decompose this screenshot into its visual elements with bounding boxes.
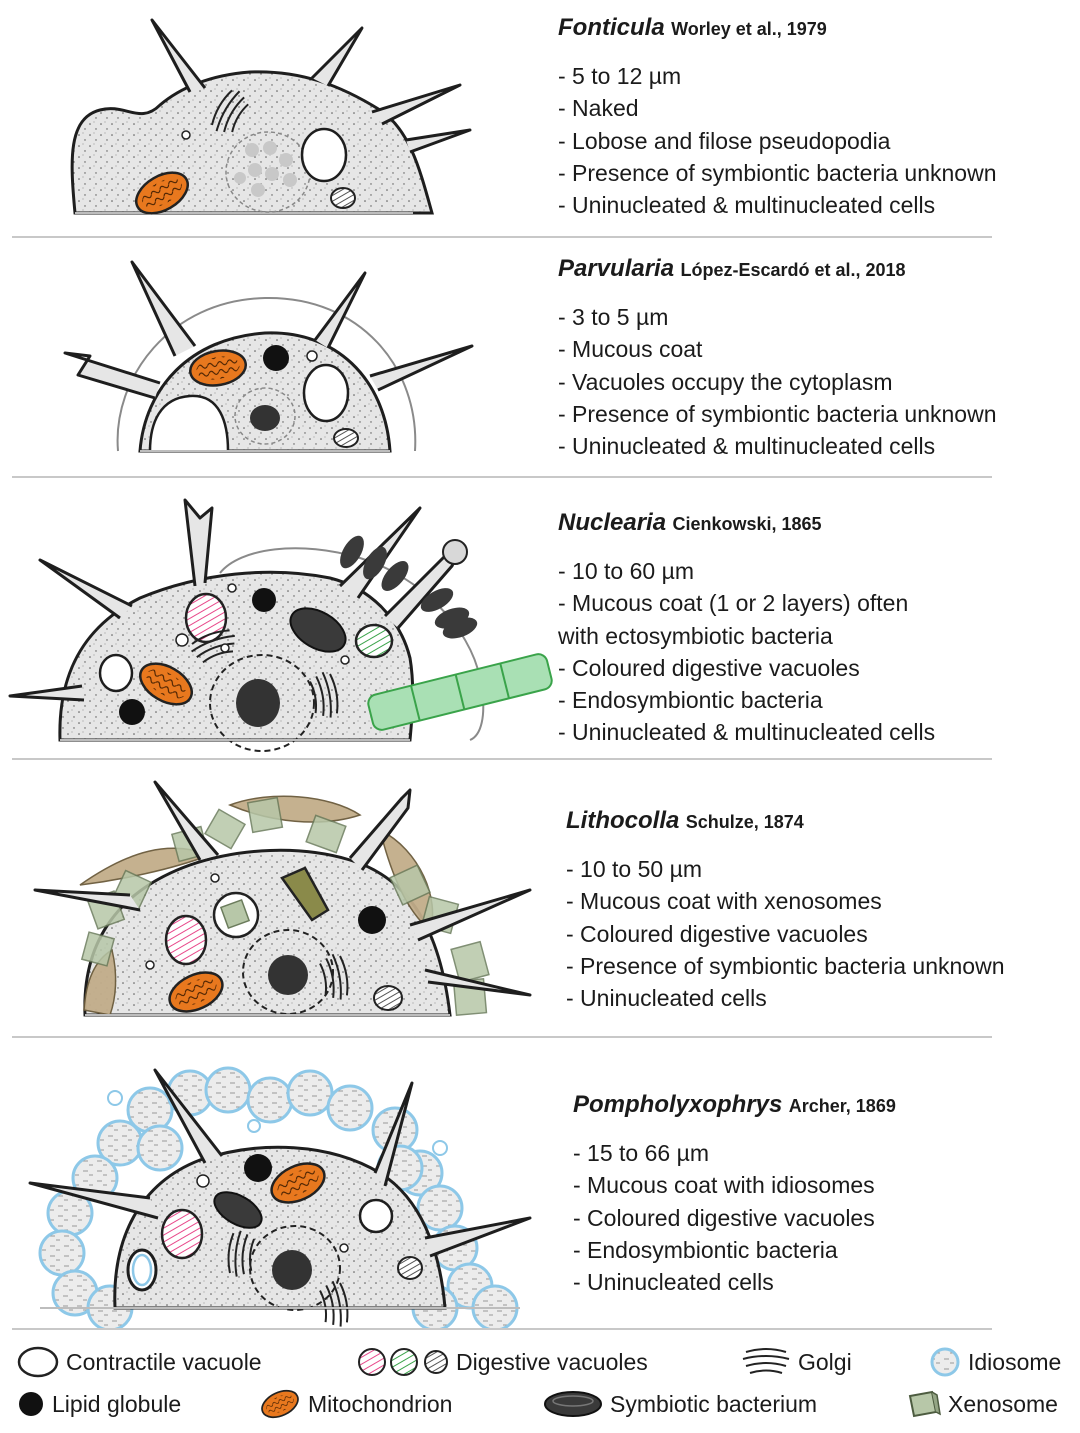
trait-item: - Presence of symbiontic bacteria unknow… — [558, 159, 997, 186]
trait-item: - 15 to 66 µm — [573, 1140, 709, 1166]
legend-item-lipid-globule: Lipid globule — [16, 1388, 181, 1420]
trait-item: - Presence of symbiontic bacteria unknow… — [566, 952, 1005, 979]
digestive-vacuoles-icon — [358, 1348, 448, 1376]
trait-list: - 3 to 5 µm - Mucous coat - Vacuoles occ… — [558, 301, 997, 462]
contractile-vacuole-icon — [17, 1346, 59, 1378]
trait-item: - Naked — [558, 95, 639, 122]
legend-item-contractile-vacuole: Contractile vacuole — [16, 1346, 262, 1378]
trait-item: - 3 to 5 µm — [558, 304, 669, 330]
genus-name: Lithocolla — [566, 807, 680, 834]
legend-label: Golgi — [798, 1348, 852, 1375]
parvularia-cell-illustration — [63, 260, 474, 453]
trait-item: - 5 to 12 µm — [558, 63, 682, 89]
trait-item: - Uninucleated cells — [573, 1269, 774, 1296]
legend-label: Symbiotic bacterium — [610, 1390, 818, 1417]
nuclearia-description: Nuclearia Cienkowski, 1865 - 10 to 60 µm… — [558, 509, 935, 749]
trait-item: - Mucous coat — [558, 336, 703, 363]
genus-authority: Cienkowski, 1865 — [672, 514, 822, 534]
trait-item: - Uninucleated & multinucleated cells — [558, 433, 936, 460]
trait-item: - 10 to 50 µm — [566, 856, 702, 882]
genus-name: Fonticula — [558, 14, 665, 41]
xenosome-icon — [908, 1390, 941, 1418]
genus-authority: Worley et al., 1979 — [671, 19, 827, 39]
legend-label: Digestive vacuoles — [456, 1348, 648, 1375]
mitochondrion-icon — [258, 1388, 302, 1420]
trait-item: - Presence of symbiontic bacteria unknow… — [558, 400, 997, 427]
taxon-heading: Parvularia López-Escardó et al., 2018 — [558, 255, 997, 283]
trait-list: - 5 to 12 µm - Naked - Lobose and filose… — [558, 60, 997, 221]
genus-authority: López-Escardó et al., 2018 — [680, 260, 906, 280]
section-divider — [12, 236, 992, 238]
fonticula-description: Fonticula Worley et al., 1979 - 5 to 12 … — [558, 14, 997, 221]
trait-item: - Uninucleated & multinucleated cells — [558, 192, 936, 219]
legend-label: Lipid globule — [52, 1390, 182, 1417]
section-divider — [12, 1328, 992, 1330]
taxon-lithocolla: Lithocolla Schulze, 1874 - 10 to 50 µm -… — [0, 760, 1080, 1036]
lipid-globule-icon — [19, 1392, 43, 1416]
trait-item: - Endosymbiontic bacteria — [573, 1236, 838, 1263]
legend-item-xenosome: Xenosome — [904, 1388, 1058, 1420]
taxon-parvularia: Parvularia López-Escardó et al., 2018 - … — [0, 238, 1080, 476]
nuclearia-cell-illustration — [8, 498, 553, 752]
taxon-pompholyxophrys: Pompholyxophrys Archer, 1869 - 15 to 66 … — [0, 1038, 1080, 1328]
legend-label: Contractile vacuole — [66, 1348, 262, 1375]
trait-item: - Coloured digestive vacuoles — [573, 1204, 875, 1231]
trait-item: - Coloured digestive vacuoles — [558, 654, 860, 681]
trait-item: - Uninucleated cells — [566, 985, 767, 1012]
trait-list: - 10 to 50 µm - Mucous coat with xenosom… — [566, 853, 1005, 1014]
lithocolla-cell-illustration — [33, 780, 532, 1021]
taxon-heading: Fonticula Worley et al., 1979 — [558, 14, 997, 42]
trait-list: - 15 to 66 µm - Mucous coat with idiosom… — [573, 1137, 896, 1298]
legend: Contractile vacuole Digestive vacuoles G… — [0, 1336, 1080, 1433]
taxon-heading: Lithocolla Schulze, 1874 — [566, 807, 1005, 835]
trait-item: - Coloured digestive vacuoles — [566, 920, 868, 947]
idiosome-icon — [930, 1347, 960, 1377]
parvularia-description: Parvularia López-Escardó et al., 2018 - … — [558, 255, 997, 462]
taxon-heading: Nuclearia Cienkowski, 1865 — [558, 509, 935, 537]
genus-name: Parvularia — [558, 255, 675, 282]
trait-item: - Mucous coat (1 or 2 layers) often — [558, 590, 909, 617]
genus-authority: Archer, 1869 — [788, 1096, 896, 1116]
legend-item-golgi: Golgi — [740, 1346, 852, 1378]
trait-item: with ectosymbiotic bacteria — [558, 622, 833, 649]
legend-item-mitochondrion: Mitochondrion — [258, 1388, 452, 1420]
trait-item: - Lobose and filose pseudopodia — [558, 127, 891, 154]
lithocolla-description: Lithocolla Schulze, 1874 - 10 to 50 µm -… — [566, 807, 1005, 1014]
fonticula-cell-illustration — [70, 18, 472, 223]
golgi-icon — [742, 1348, 790, 1374]
trait-item: - Mucous coat with idiosomes — [573, 1172, 875, 1199]
legend-label: Idiosome — [968, 1348, 1062, 1375]
genus-name: Nuclearia — [558, 509, 667, 536]
taxon-heading: Pompholyxophrys Archer, 1869 — [573, 1091, 896, 1119]
taxon-nuclearia: Nuclearia Cienkowski, 1865 - 10 to 60 µm… — [0, 478, 1080, 758]
pompholyxophrys-description: Pompholyxophrys Archer, 1869 - 15 to 66 … — [573, 1091, 896, 1298]
legend-label: Mitochondrion — [308, 1390, 453, 1417]
trait-item: - Endosymbiontic bacteria — [558, 687, 823, 714]
genus-authority: Schulze, 1874 — [685, 812, 804, 832]
trait-item: - Vacuoles occupy the cytoplasm — [558, 368, 893, 395]
legend-item-digestive-vacuoles: Digestive vacuoles — [356, 1346, 648, 1378]
section-divider — [12, 1036, 992, 1038]
trait-item: - Uninucleated & multinucleated cells — [558, 719, 936, 746]
trait-item: - Mucous coat with xenosomes — [566, 888, 882, 915]
symbiotic-bacterium-icon — [544, 1391, 602, 1417]
legend-label: Xenosome — [948, 1390, 1058, 1417]
legend-item-idiosome: Idiosome — [928, 1346, 1061, 1378]
trait-list: - 10 to 60 µm - Mucous coat (1 or 2 laye… — [558, 555, 935, 749]
trait-item: - 10 to 60 µm — [558, 558, 694, 584]
section-divider — [12, 758, 992, 760]
legend-item-symbiotic-bacterium: Symbiotic bacterium — [542, 1388, 817, 1420]
section-divider — [12, 476, 992, 478]
pompholyxophrys-cell-illustration — [28, 1066, 532, 1328]
genus-name: Pompholyxophrys — [573, 1091, 783, 1118]
taxon-fonticula: Fonticula Worley et al., 1979 - 5 to 12 … — [0, 0, 1080, 236]
